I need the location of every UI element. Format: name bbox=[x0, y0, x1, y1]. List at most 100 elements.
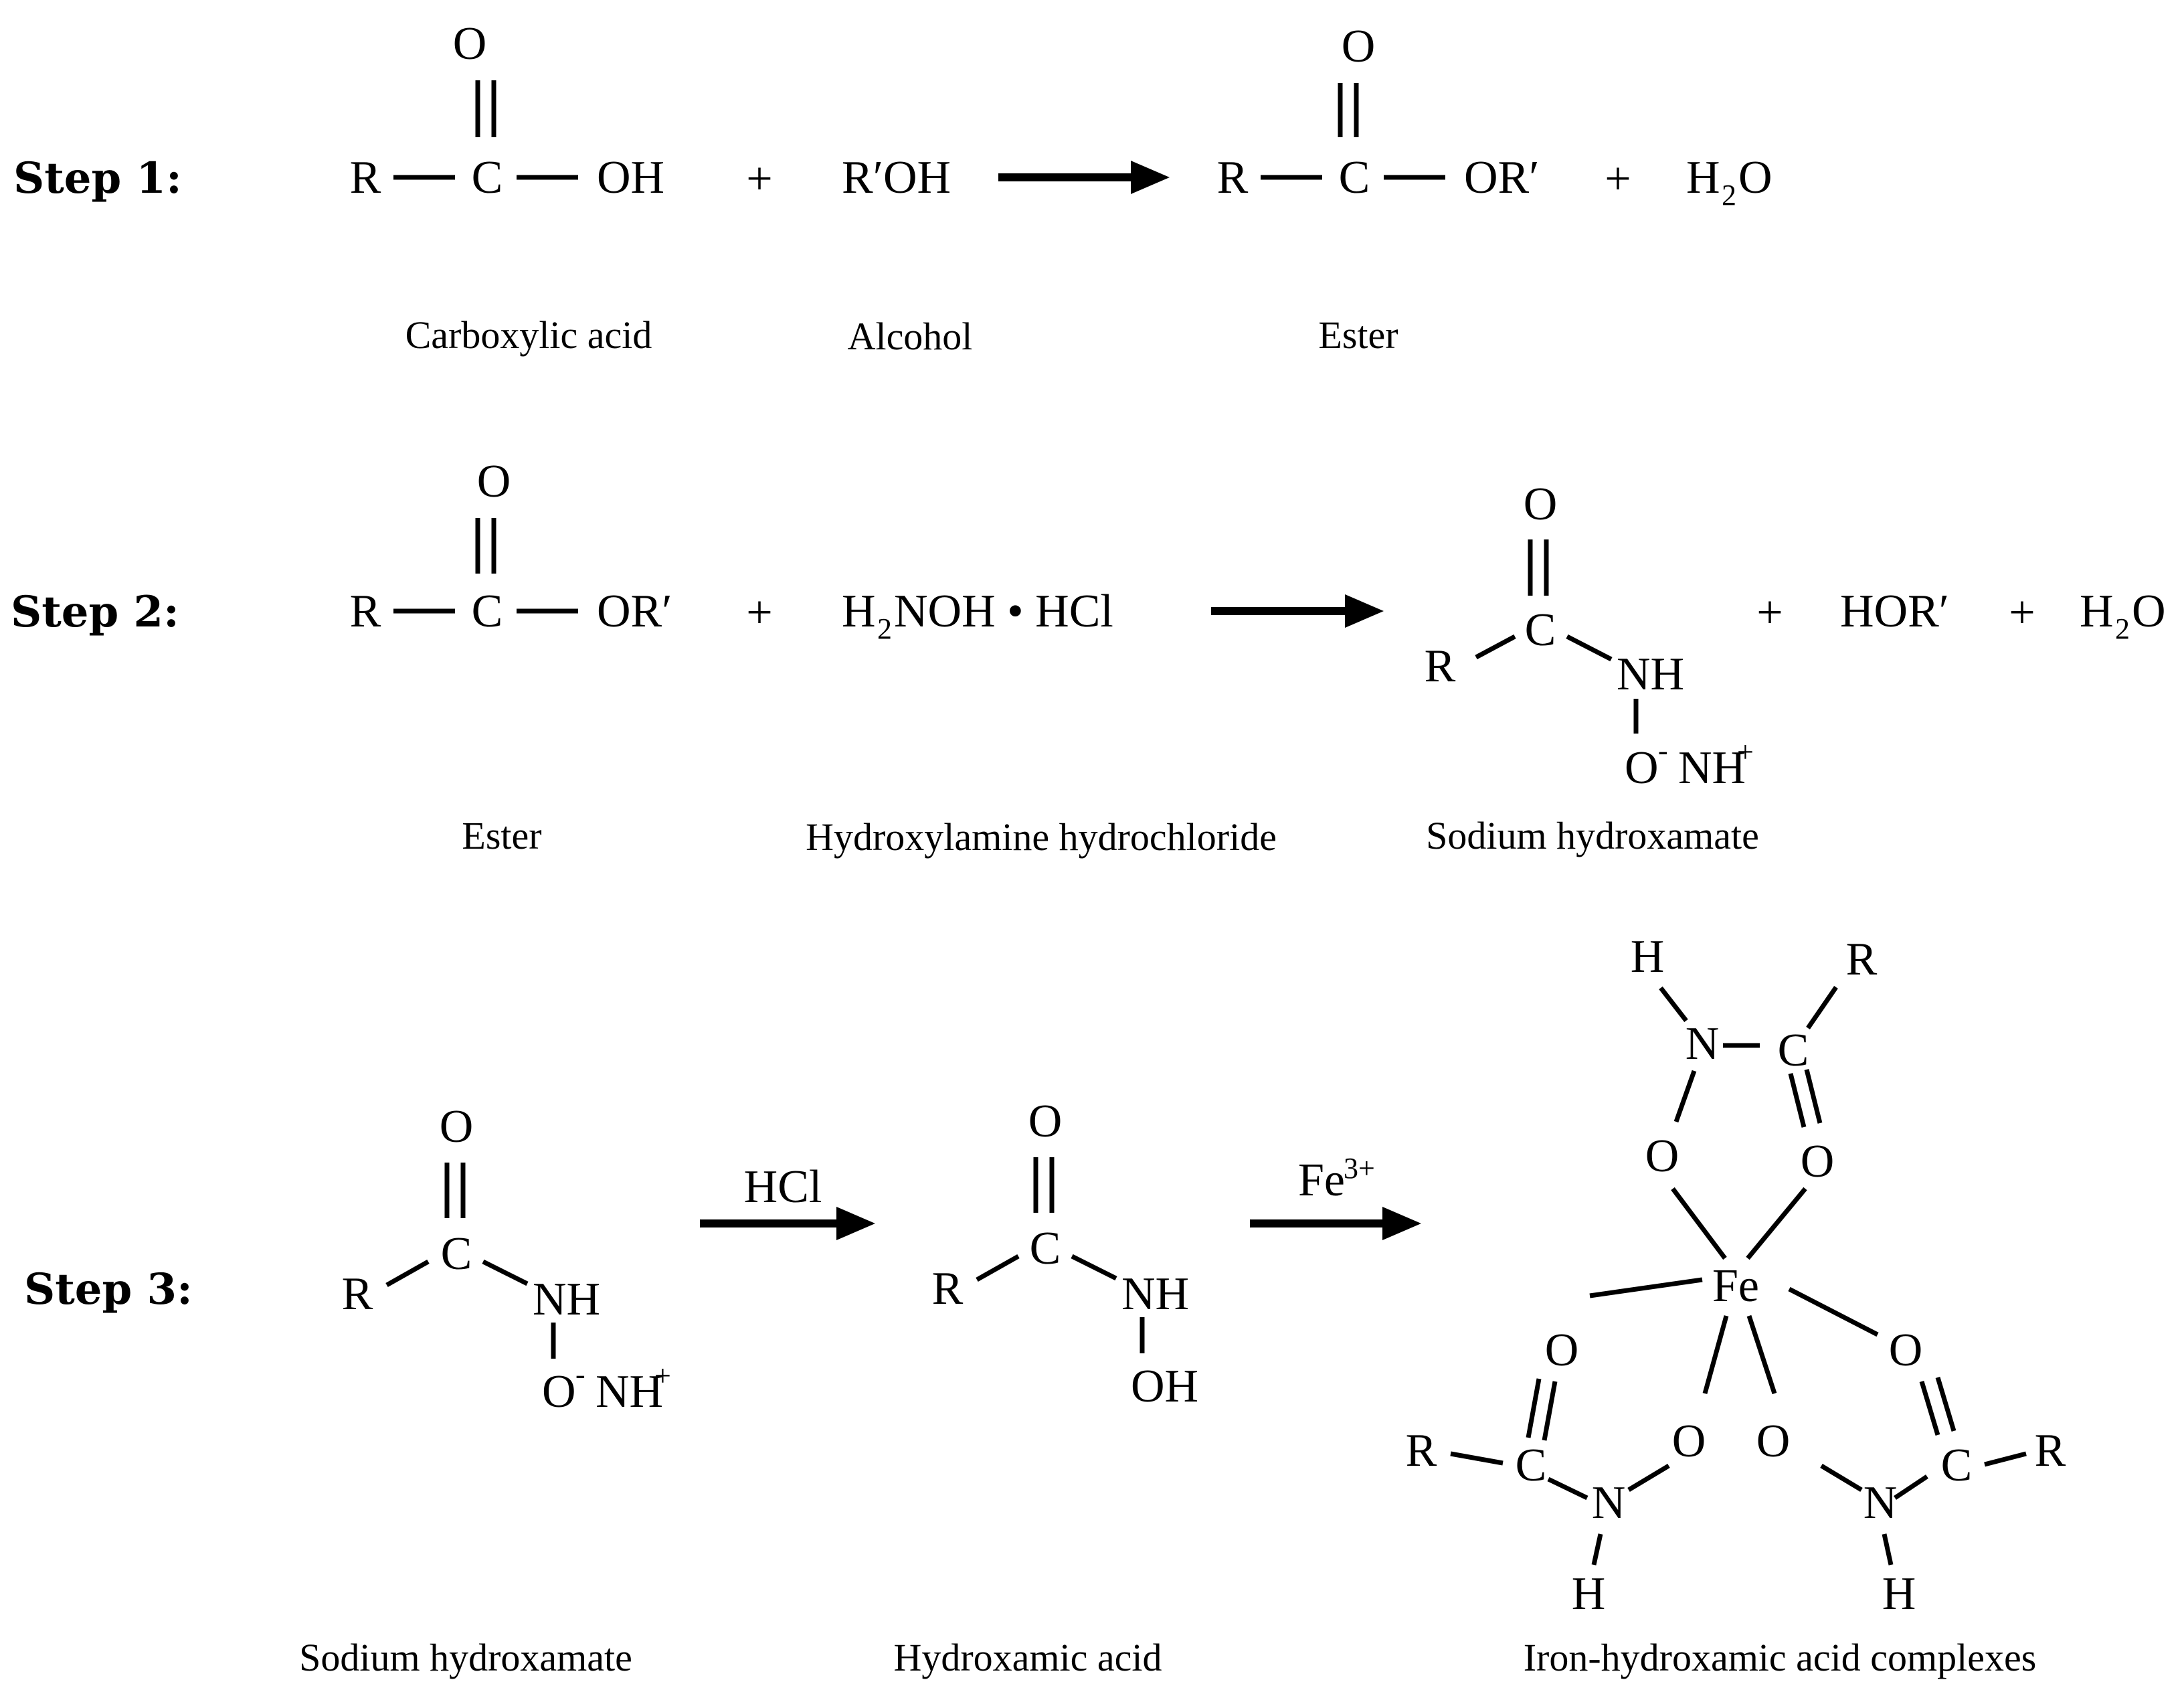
positive-charge: + bbox=[1737, 736, 1754, 768]
iron-center: Fe bbox=[1712, 1260, 1759, 1312]
carbonyl-oxygen: O bbox=[477, 456, 511, 507]
step-2-label: Step 2: bbox=[11, 587, 179, 637]
water-h: H bbox=[1686, 152, 1720, 203]
carbon-atom: C bbox=[472, 586, 503, 637]
single-bond bbox=[385, 1259, 430, 1288]
carbonyl-oxygen: O bbox=[453, 18, 487, 70]
plus-sign: + bbox=[1756, 587, 1783, 639]
carbon-atom: C bbox=[472, 152, 503, 203]
single-bond bbox=[1547, 1476, 1588, 1501]
single-bond bbox=[482, 1259, 529, 1286]
ligand-left-r: R bbox=[1406, 1425, 1437, 1476]
single-bond bbox=[1450, 1451, 1504, 1466]
r-group: R bbox=[342, 1268, 373, 1320]
negative-charge: - bbox=[1658, 734, 1668, 767]
coordination-bond bbox=[1671, 1187, 1727, 1260]
plus-sign: + bbox=[1605, 153, 1631, 205]
ligand-top-carbonyl-o: O bbox=[1801, 1136, 1835, 1187]
water-h: H bbox=[2080, 586, 2114, 637]
alcohol-label: Alcohol bbox=[848, 315, 973, 358]
sodium-hydroxamate-label: Sodium hydroxamate bbox=[1426, 814, 1759, 857]
coordination-bond bbox=[1702, 1315, 1729, 1394]
carbon-atom: C bbox=[1339, 152, 1370, 203]
coordination-bond bbox=[1746, 1315, 1777, 1395]
alcohol-byproduct: HOR′ bbox=[1840, 586, 1949, 637]
single-bond bbox=[1894, 1474, 1928, 1500]
water-o: O bbox=[1738, 152, 1772, 203]
single-bond bbox=[1820, 1463, 1863, 1493]
fe-charge: 3+ bbox=[1344, 1152, 1375, 1185]
r-group: R bbox=[350, 152, 381, 203]
ligand-left-n: N bbox=[1592, 1477, 1626, 1529]
double-bond-line bbox=[1788, 1073, 1807, 1128]
nh-group: NH bbox=[1121, 1268, 1189, 1320]
single-bond bbox=[1806, 986, 1838, 1029]
carbonyl-oxygen: O bbox=[1028, 1096, 1063, 1147]
double-bond-line bbox=[1935, 1376, 1956, 1432]
carbon-atom: C bbox=[441, 1228, 472, 1280]
carbon-atom: C bbox=[1030, 1223, 1061, 1274]
ligand-left-oxide-o: O bbox=[1672, 1416, 1706, 1467]
ligand-left-carbonyl-o: O bbox=[1545, 1325, 1579, 1376]
ligand-top-h: H bbox=[1631, 931, 1665, 983]
counter-ion: NH bbox=[596, 1366, 663, 1418]
carboxylic-acid-structure: O R C OH bbox=[350, 18, 664, 203]
single-bond bbox=[1659, 986, 1688, 1023]
ligand-top-r: R bbox=[1846, 934, 1878, 985]
hydroxamic-acid-structure: O C R NH OH bbox=[932, 1096, 1198, 1412]
single-bond bbox=[1984, 1451, 2027, 1467]
plus-sign: + bbox=[746, 587, 772, 639]
r-group: R bbox=[932, 1263, 964, 1315]
positive-charge: + bbox=[654, 1359, 671, 1392]
subscript-2: 2 bbox=[2115, 612, 2130, 645]
single-bond bbox=[1673, 1070, 1697, 1123]
sodium-hydroxamate-product-structure: O C R NH O - NH + bbox=[1425, 479, 1754, 794]
carbonyl-oxygen: O bbox=[1524, 479, 1558, 530]
step-3-label: Step 3: bbox=[24, 1264, 193, 1315]
fe-reagent-label: Fe 3+ bbox=[1298, 1152, 1375, 1206]
double-bond-line bbox=[1804, 1069, 1823, 1124]
formula-rest: NOH • HCl bbox=[894, 586, 1113, 637]
coordination-bond bbox=[1589, 1277, 1703, 1298]
alkoxy-group: OR′ bbox=[1464, 152, 1540, 203]
single-bond bbox=[1591, 1533, 1603, 1565]
r-group: R bbox=[1217, 152, 1249, 203]
double-bond-line bbox=[1526, 1378, 1542, 1438]
step-1-label: Step 1: bbox=[13, 153, 182, 203]
reaction-arrow-1 bbox=[998, 161, 1170, 194]
sodium-hydroxamate-reactant-structure: O C R NH O - NH + bbox=[342, 1101, 671, 1418]
ester-label: Ester bbox=[1318, 313, 1398, 357]
double-bond-line bbox=[1919, 1380, 1940, 1436]
carbon-atom: C bbox=[1525, 604, 1556, 656]
hydroxylamine-hcl-formula: H 2 NOH • HCl bbox=[842, 586, 1113, 645]
reaction-arrow-4: Fe 3+ bbox=[1250, 1152, 1421, 1240]
single-bond bbox=[1627, 1463, 1670, 1493]
carboxylic-acid-label: Carboxylic acid bbox=[405, 313, 652, 357]
single-bond bbox=[1566, 634, 1613, 662]
ligand-right-c: C bbox=[1941, 1440, 1973, 1491]
hydroxyl-group: OH bbox=[597, 152, 664, 203]
hydroxylamine-hcl-label: Hydroxylamine hydrochloride bbox=[806, 815, 1277, 859]
alkoxy-group: OR′ bbox=[597, 586, 672, 637]
carbonyl-oxygen: O bbox=[440, 1101, 474, 1153]
carbonyl-oxygen: O bbox=[1342, 21, 1376, 72]
negative-charge: - bbox=[575, 1358, 585, 1391]
iron-complexes-label: Iron-hydroxamic acid complexes bbox=[1524, 1636, 2037, 1679]
ligand-top-n: N bbox=[1686, 1018, 1720, 1070]
alcohol-formula: R′OH bbox=[842, 152, 951, 203]
plus-sign: + bbox=[746, 153, 772, 205]
formula-h: H bbox=[842, 586, 876, 637]
r-group: R bbox=[350, 586, 381, 637]
ligand-right-h: H bbox=[1882, 1568, 1916, 1620]
ligand-right-oxide-o: O bbox=[1756, 1416, 1791, 1467]
ligand-left-h: H bbox=[1572, 1568, 1606, 1620]
hydroxamic-acid-label: Hydroxamic acid bbox=[893, 1636, 1162, 1679]
sodium-hydroxamate-label: Sodium hydroxamate bbox=[299, 1636, 632, 1679]
single-bond bbox=[1475, 634, 1516, 660]
ligand-top-oxide-o: O bbox=[1645, 1130, 1679, 1182]
ligand-right-carbonyl-o: O bbox=[1889, 1325, 1923, 1376]
r-group: R bbox=[1425, 641, 1456, 692]
coordination-bond bbox=[1788, 1286, 1879, 1337]
water-o: O bbox=[2132, 586, 2166, 637]
nh-group: NH bbox=[533, 1274, 600, 1325]
